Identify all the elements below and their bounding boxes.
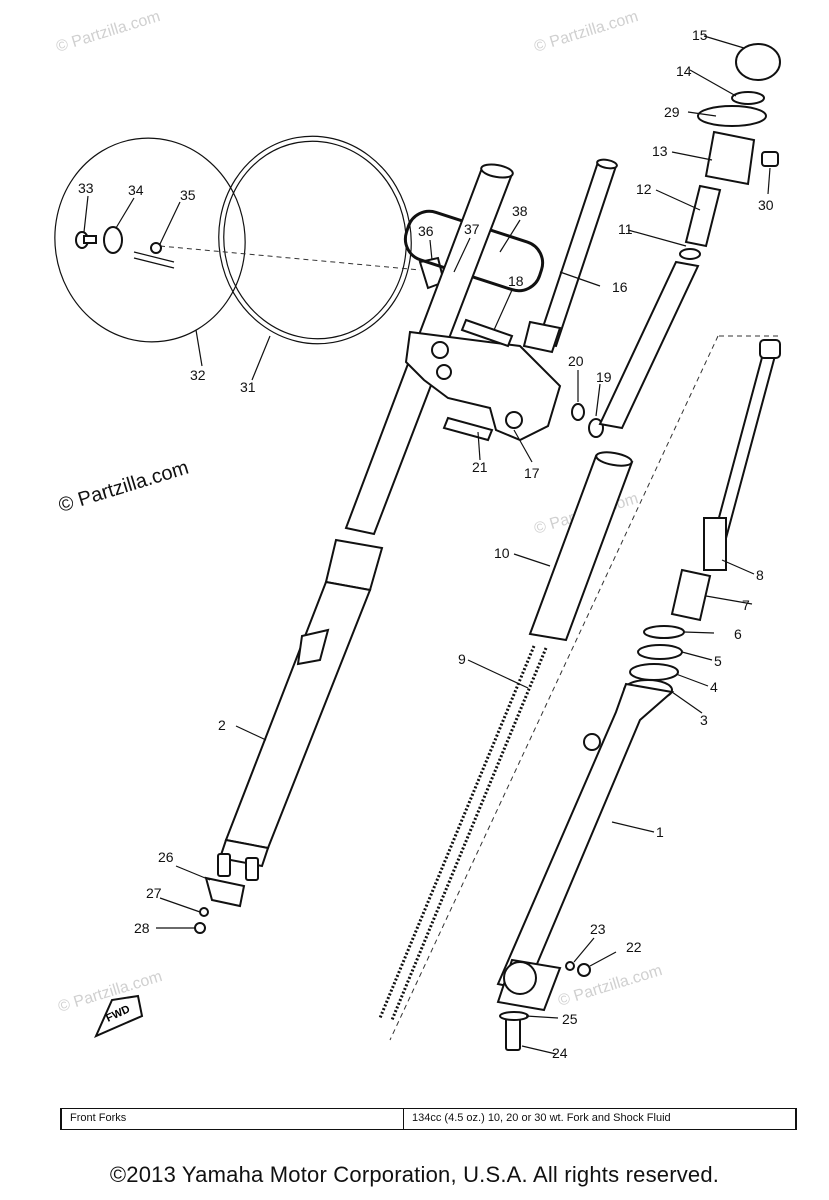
callout-28: 28 <box>134 920 150 936</box>
callout-32: 32 <box>190 367 206 383</box>
fwd-arrow-badge: FWD <box>94 994 144 1038</box>
callout-27: 27 <box>146 885 162 901</box>
callout-25: 25 <box>562 1011 578 1027</box>
callout-30: 30 <box>758 197 774 213</box>
under-bracket <box>404 330 562 442</box>
callout-33: 33 <box>78 180 94 196</box>
callout-9: 9 <box>458 651 466 667</box>
callout-14: 14 <box>676 63 692 79</box>
callout-1: 1 <box>656 824 664 840</box>
headlight-rim-inner <box>223 140 407 340</box>
damper-rod-head <box>759 339 781 359</box>
cap-13 <box>704 130 756 186</box>
nut-30 <box>761 151 779 167</box>
clip-6 <box>643 625 685 639</box>
callout-10: 10 <box>494 545 510 561</box>
fluid-note: 134cc (4.5 oz.) 10, 20 or 30 wt. Fork an… <box>412 1112 671 1124</box>
ring-4 <box>629 663 679 681</box>
callout-labels: 1 2 3 4 5 6 7 8 9 10 11 12 13 14 15 16 1… <box>78 27 774 1061</box>
ring-14 <box>731 91 765 105</box>
bracket-pinch-bolt-lower <box>442 416 494 442</box>
gasket-23 <box>565 961 575 971</box>
watermark-faint: © Partzilla.com <box>54 8 162 56</box>
callout-15: 15 <box>692 27 708 43</box>
callout-17: 17 <box>524 465 540 481</box>
collar-7 <box>670 568 712 622</box>
crown-nut <box>735 43 781 81</box>
leader-lines <box>83 35 771 1055</box>
tube-12 <box>684 184 722 248</box>
fork-spring <box>390 647 548 1021</box>
callout-37: 37 <box>464 221 480 237</box>
callout-13: 13 <box>652 143 668 159</box>
callout-16: 16 <box>612 279 628 295</box>
washer-5 <box>637 644 683 660</box>
outer-tube-upper <box>598 260 700 430</box>
callout-19: 19 <box>596 369 612 385</box>
headlight-adjuster <box>133 242 175 269</box>
fork-spring-edge <box>378 645 536 1019</box>
callout-23: 23 <box>590 921 606 937</box>
watermark-faint: © Partzilla.com <box>532 8 640 56</box>
callout-20: 20 <box>568 353 584 369</box>
bolt-29 <box>697 105 767 127</box>
callout-36: 36 <box>418 223 434 239</box>
callout-11: 11 <box>618 221 633 237</box>
callout-6: 6 <box>734 626 742 642</box>
callout-8: 8 <box>756 567 764 583</box>
headlight-axis <box>159 245 421 271</box>
damper-rod-sleeve <box>703 517 727 571</box>
callout-26: 26 <box>158 849 174 865</box>
callout-24: 24 <box>552 1045 568 1061</box>
parts-note-table: Front Forks 134cc (4.5 oz.) 10, 20 or 30… <box>60 1108 797 1130</box>
axle-holder <box>204 876 246 908</box>
headlight-washer <box>103 226 123 254</box>
fork-outer-tube <box>496 682 675 1012</box>
ring-11 <box>679 248 701 260</box>
callout-29: 29 <box>664 104 680 120</box>
alignment-line <box>389 335 719 1041</box>
drain-screw-22 <box>577 963 591 977</box>
callout-34: 34 <box>128 182 144 198</box>
callout-3: 3 <box>700 712 708 728</box>
cylinder-10 <box>528 454 634 642</box>
callout-12: 12 <box>636 181 652 197</box>
headlight-rim <box>218 135 412 345</box>
cylinder-top <box>595 451 633 467</box>
section-name: Front Forks <box>62 1109 404 1129</box>
fork-top-tube-right <box>522 158 618 354</box>
bracket-pinch-bolt-upper <box>460 318 514 348</box>
callout-21: 21 <box>472 459 488 475</box>
callout-4: 4 <box>710 679 718 695</box>
callout-18: 18 <box>508 273 524 289</box>
callout-35: 35 <box>180 187 196 203</box>
callout-7: 7 <box>742 597 750 613</box>
callout-22: 22 <box>626 939 642 955</box>
washer-25 <box>499 1011 529 1021</box>
fork-inner-tube-left <box>217 163 514 881</box>
washer <box>571 403 585 421</box>
holder-washer <box>199 907 209 917</box>
copyright-notice: ©2013 Yamaha Motor Corporation, U.S.A. A… <box>109 1162 720 1187</box>
headlight-lens-unit <box>54 137 246 343</box>
headlight-screw <box>75 231 97 249</box>
callout-31: 31 <box>240 379 256 395</box>
callout-5: 5 <box>714 653 722 669</box>
callout-2: 2 <box>218 717 226 733</box>
callout-38: 38 <box>512 203 528 219</box>
holder-nut <box>194 922 206 934</box>
